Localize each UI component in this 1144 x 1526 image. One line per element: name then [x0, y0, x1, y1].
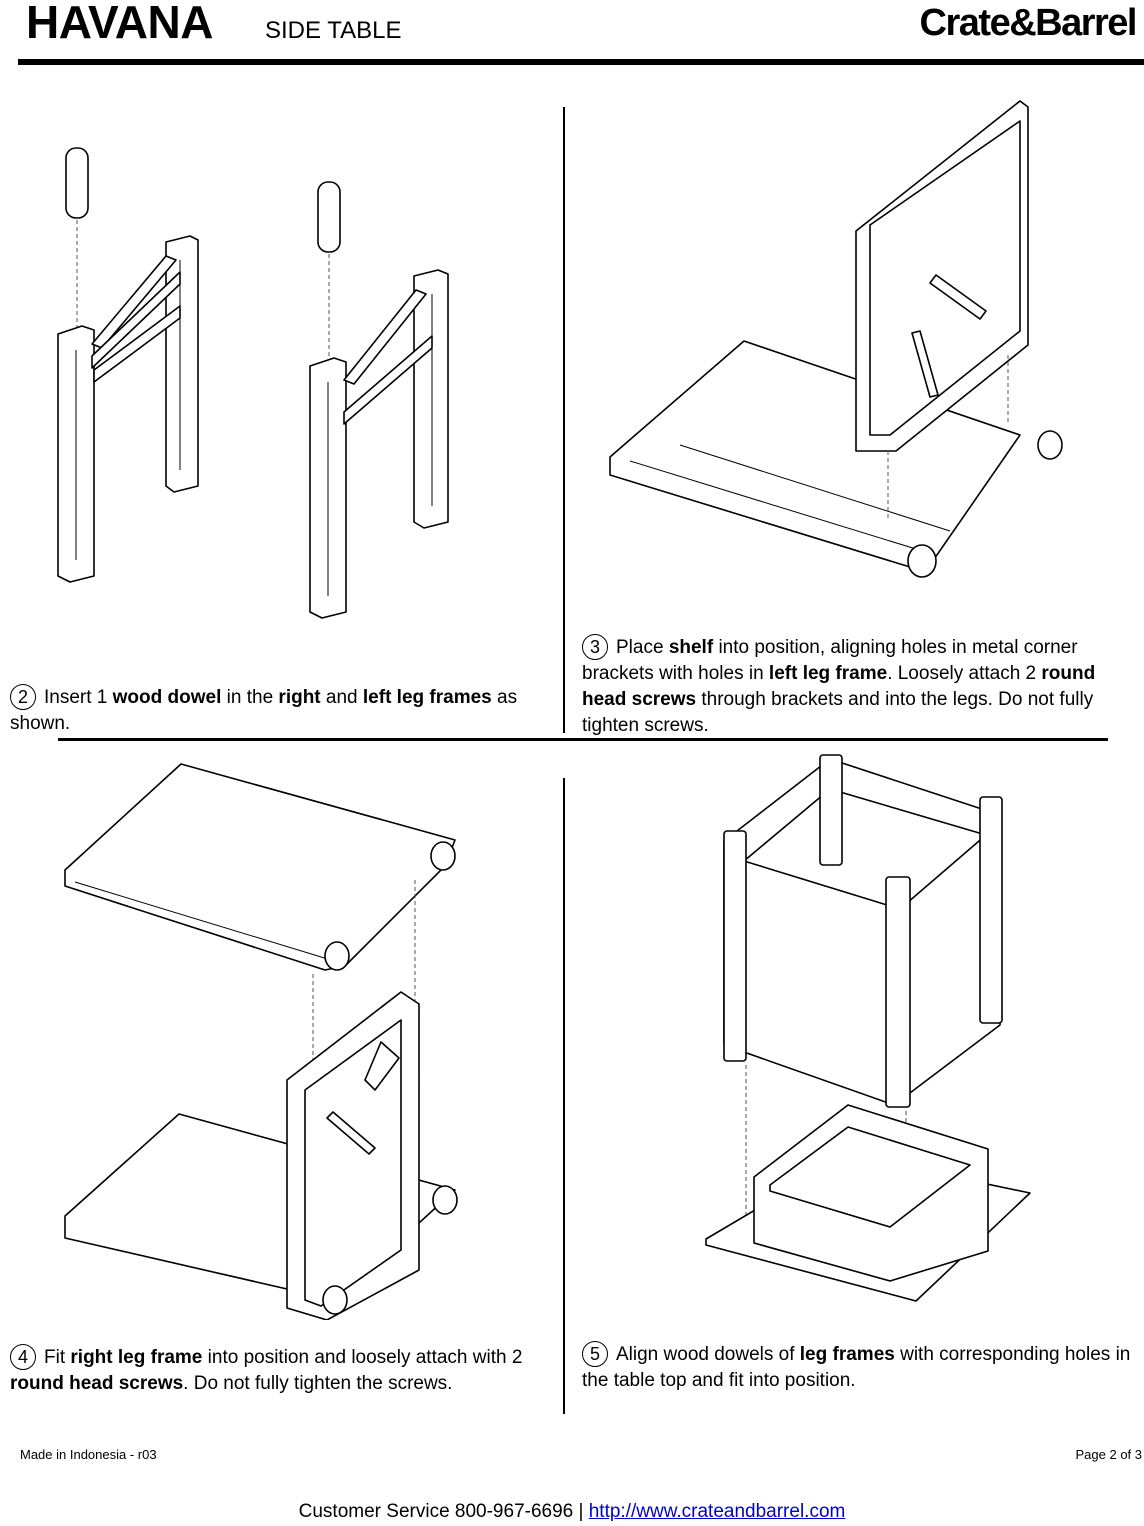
step-text-run: Align wood dowels of — [616, 1344, 800, 1365]
step-text-run: Place — [616, 637, 669, 658]
step-2-illustration — [57, 147, 449, 619]
product-type: SIDE TABLE — [265, 17, 402, 44]
step-emphasis: round head screws — [582, 663, 1096, 710]
top-vertical-divider — [563, 107, 565, 733]
step-text-run: Fit — [44, 1347, 71, 1368]
step-text-run: through brackets and into the legs. Do n… — [582, 689, 1094, 736]
page-number: Page 2 of 3 — [1075, 1447, 1143, 1462]
step-2-body: Insert 1 wood dowel in the right and lef… — [10, 687, 517, 734]
step-text-run: . Loosely attach 2 — [887, 663, 1042, 684]
step-5-body: Align wood dowels of leg frames with cor… — [582, 1344, 1130, 1391]
website-link[interactable]: http://www.crateandbarrel.com — [588, 1501, 846, 1522]
step-emphasis: left leg frames — [362, 687, 492, 708]
step-emphasis: leg frames — [799, 1344, 895, 1365]
step-text-run: . Do not fully tighten the screws. — [183, 1373, 453, 1394]
step-text-run: in the — [221, 687, 279, 708]
product-name: HAVANA — [26, 0, 213, 48]
step-number: 4 — [10, 1344, 36, 1370]
step-3-illustration — [609, 100, 1063, 578]
customer-service-text: Customer Service 800-967-6696 | — [298, 1501, 589, 1522]
step-number: 5 — [582, 1341, 608, 1367]
step-4-illustration — [64, 763, 458, 1320]
step-text-run: with corresponding holes in the table to… — [582, 1344, 1131, 1391]
step-number: 2 — [10, 684, 36, 710]
step-emphasis: shelf — [668, 637, 714, 658]
step-emphasis: right — [278, 687, 321, 708]
step-number: 3 — [582, 634, 608, 660]
step-emphasis: left leg frame — [768, 663, 888, 684]
step-text-run: into position, aligning holes in metal c… — [582, 637, 1078, 684]
step-text-run: Insert 1 — [44, 687, 113, 708]
customer-service: Customer Service 800-967-6696 | http://w… — [0, 1501, 1144, 1523]
step-emphasis: right leg frame — [70, 1347, 203, 1368]
step-text-run: and — [320, 687, 363, 708]
made-in-label: Made in Indonesia - r03 — [20, 1447, 157, 1462]
brand-logo: Crate&Barrel — [919, 2, 1138, 44]
step-5-illustration — [705, 754, 1031, 1302]
header-divider — [18, 59, 1144, 65]
step-4-body: Fit right leg frame into position and lo… — [10, 1347, 522, 1394]
bottom-vertical-divider — [563, 778, 565, 1414]
step-text-run: as shown. — [10, 687, 518, 734]
step-3-body: Place shelf into position, aligning hole… — [582, 637, 1095, 736]
step-emphasis: round head screws — [10, 1373, 184, 1394]
step-emphasis: wood dowel — [112, 687, 222, 708]
middle-divider — [58, 738, 1108, 741]
step-text-run: into position and loosely attach with 2 — [202, 1347, 523, 1368]
